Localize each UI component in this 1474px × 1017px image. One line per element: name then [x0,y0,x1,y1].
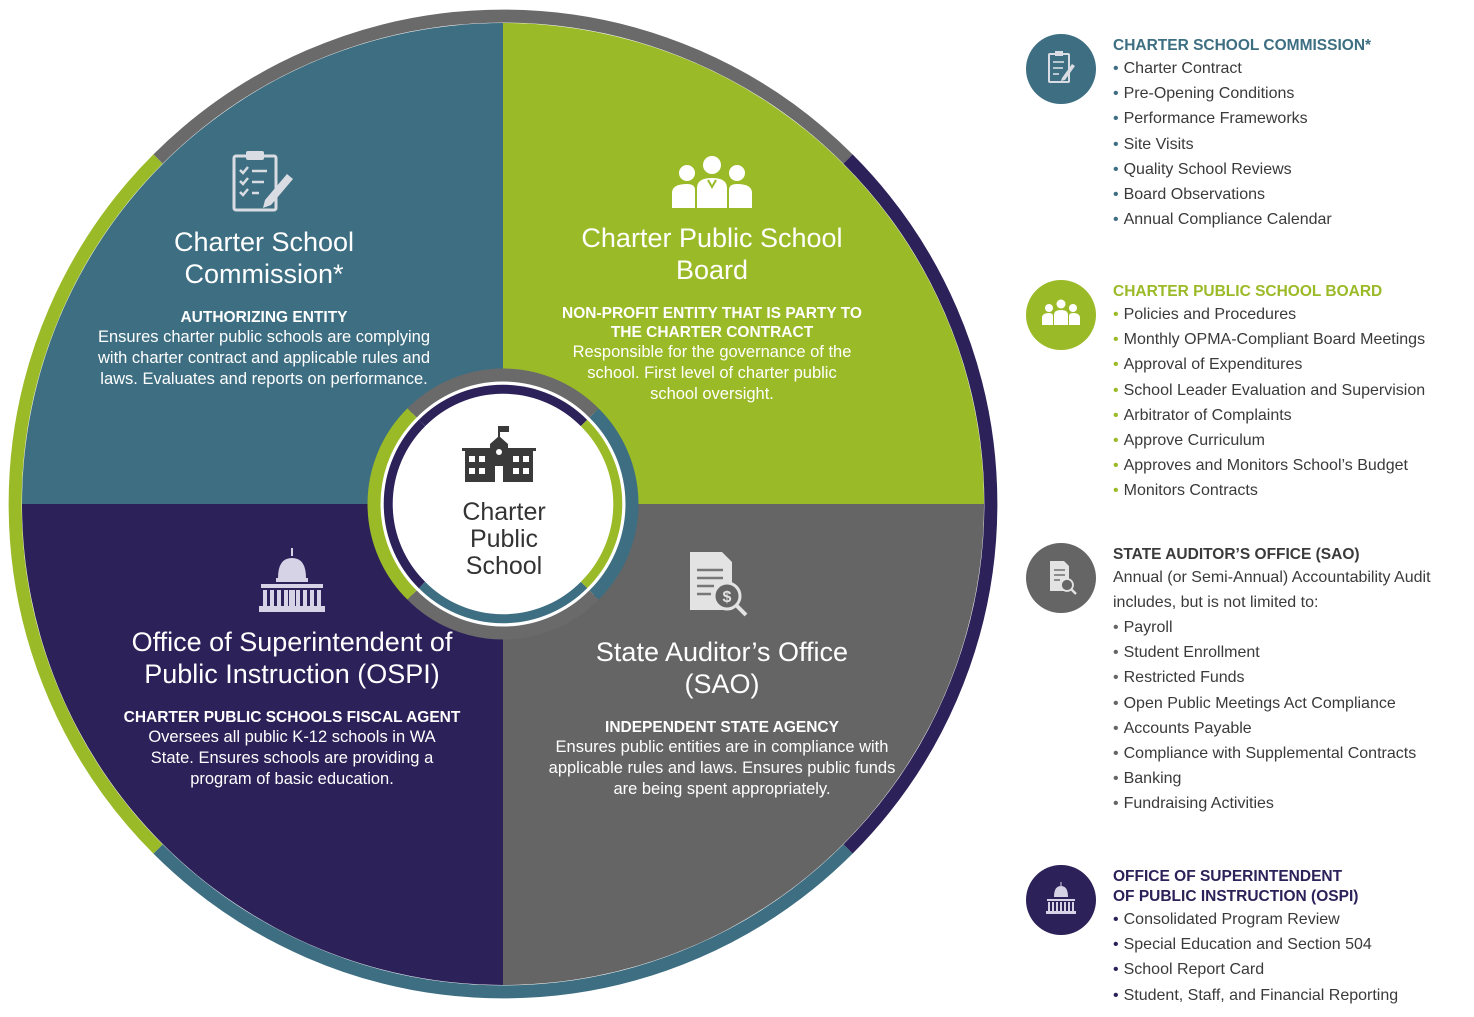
school-building-icon [462,426,536,482]
legend-commission: CHARTER SCHOOL COMMISSION* •Charter Cont… [1026,34,1472,244]
governance-wheel [8,9,998,999]
legend-commission-list: •Charter Contract •Pre-Opening Condition… [1113,56,1473,232]
list-item: •Charter Contract [1113,60,1242,77]
legend-commission-heading: CHARTER SCHOOL COMMISSION* [1113,37,1372,54]
inner-ring-inner [383,384,623,624]
list-item: •Restricted Funds [1113,669,1245,687]
outer-ring [8,9,998,999]
legend-ospi-heading-line1: OFFICE OF SUPERINTENDENT [1113,868,1343,885]
quadrant-ospi-bg [22,504,503,985]
legend-board-heading: CHARTER PUBLIC SCHOOL BOARD [1113,283,1383,300]
list-item: •School Report Card [1113,961,1265,979]
center-disc [400,401,606,607]
quadrant-board-bg [503,23,984,504]
list-item: •Student, Staff, and Financial Reporting [1113,986,1399,1004]
legend-board-list: •Policies and Procedures •Monthly OPMA-C… [1113,302,1473,504]
list-item: •Payroll [1113,619,1173,636]
list-item: •Banking [1113,770,1182,788]
legend-sao-intro: Annual (or Semi-Annual) Accountability A… [1113,569,1431,611]
legend-sao-heading: STATE AUDITOR’S OFFICE (SAO) [1113,546,1360,563]
commission-subtitle: AUTHORIZING ENTITY [180,309,348,326]
board-members-icon [1042,299,1080,325]
legend-badge-commission [1026,34,1096,104]
commission-title: Charter School Commission* [173,227,355,289]
audit-document-icon [1050,561,1077,595]
list-item: •Open Public Meetings Act Compliance [1113,694,1396,712]
audit-document-icon: $ [690,552,748,617]
sao-description: Ensures public entities are in complianc… [548,738,896,798]
commission-description: Ensures charter public schools are compl… [97,328,431,388]
list-item: •Special Education and Section 504 [1113,936,1372,954]
list-item: •School Leader Evaluation and Supervisio… [1113,381,1426,399]
list-item: •Performance Frameworks [1113,110,1308,128]
clipboard-checklist-icon [1048,51,1075,83]
inner-ring-outer [367,368,639,640]
list-item: •Fundraising Activities [1113,795,1274,813]
legend-board: CHARTER PUBLIC SCHOOL BOARD •Policies an… [1026,280,1472,510]
list-item: •Accounts Payable [1113,719,1252,737]
ospi-title: Office of Superintendent of Public Instr… [131,627,453,689]
board-subtitle: NON-PROFIT ENTITY THAT IS PARTY TO THE C… [562,305,862,341]
legend-sao: STATE AUDITOR’S OFFICE (SAO) Annual (or … [1026,543,1472,833]
list-item: •Approval of Expenditures [1113,356,1303,374]
clipboard-checklist-icon [232,151,293,212]
center-label: Charter Public School [462,498,546,580]
legend-sao-list: •Payroll •Student Enrollment •Restricted… [1113,615,1473,817]
list-item: •Monitors Contracts [1113,482,1258,500]
list-item: •Quality School Reviews [1113,160,1292,178]
sao-subtitle: INDEPENDENT STATE AGENCY [605,719,839,736]
svg-text:$: $ [723,589,732,606]
list-item: •Policies and Procedures [1113,306,1297,323]
list-item: •Student Enrollment [1113,644,1260,662]
legend-badge-sao [1026,543,1096,613]
legend-ospi-list: •Consolidated Program Review •Special Ed… [1113,907,1473,1008]
legend-ospi-heading-line2: OF PUBLIC INSTRUCTION (OSPI) [1113,888,1359,905]
list-item: •Site Visits [1113,135,1194,153]
quadrant-sao: $ State Auditor’s Office (SAO) INDEPENDE… [536,550,908,800]
ospi-subtitle: CHARTER PUBLIC SCHOOLS FISCAL AGENT [123,709,461,726]
list-item: •Arbitrator of Complaints [1113,406,1292,424]
sao-title: State Auditor’s Office (SAO) [595,637,849,699]
legend-badge-ospi [1026,865,1096,935]
list-item: •Consolidated Program Review [1113,911,1340,928]
legend-badge-board [1026,280,1096,350]
quadrant-commission: Charter School Commission* AUTHORIZING E… [96,148,432,390]
quadrant-board: Charter Public School Board NON-PROFIT E… [546,156,878,405]
list-item: •Approves and Monitors School’s Budget [1113,457,1408,475]
ospi-description: Oversees all public K-12 schools in WA S… [148,728,436,788]
quadrant-commission-bg [22,23,503,504]
board-title: Charter Public School Board [581,223,843,285]
capitol-building-icon [259,548,325,612]
list-item: •Compliance with Supplemental Contracts [1113,745,1417,763]
list-item: •Board Observations [1113,186,1266,204]
quadrant-ospi: Office of Superintendent of Public Instr… [100,548,484,790]
list-item: •Approve Curriculum [1113,432,1265,450]
capitol-building-icon [1046,882,1076,914]
list-item: •Monthly OPMA-Compliant Board Meetings [1113,331,1426,349]
quadrant-sao-bg [503,504,984,985]
board-members-icon [672,156,752,208]
list-item: •Annual Compliance Calendar [1113,211,1332,229]
legend-ospi: OFFICE OF SUPERINTENDENT OF PUBLIC INSTR… [1026,865,1472,1015]
board-description: Responsible for the governance of the sc… [572,343,852,403]
list-item: •Pre-Opening Conditions [1113,85,1295,103]
